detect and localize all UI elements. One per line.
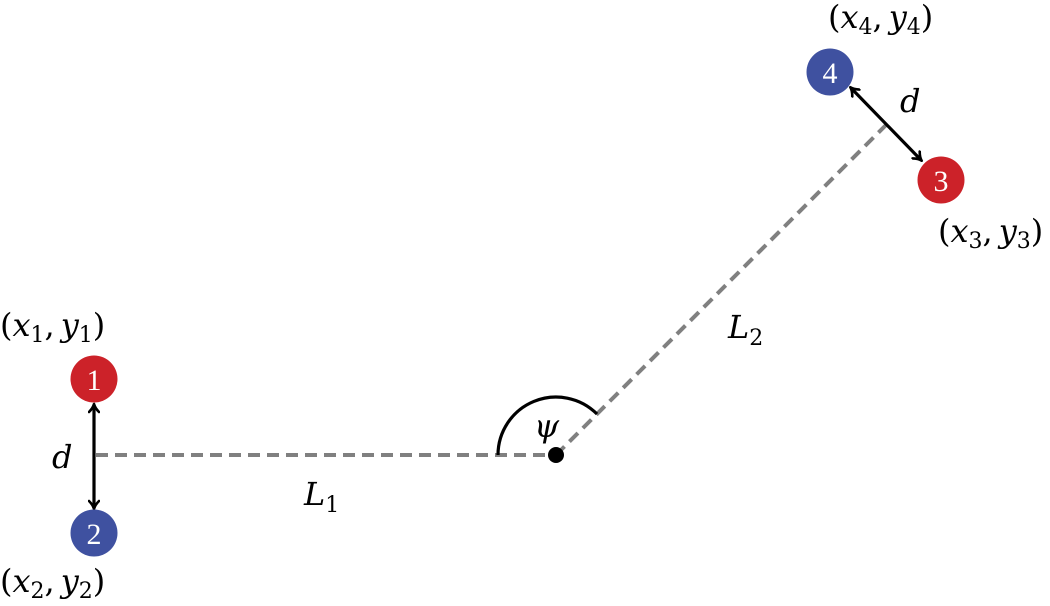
segment-label-l1: L1 (303, 475, 339, 518)
separation-label-left: d (52, 438, 72, 476)
separation-arrow-right (851, 88, 921, 160)
node-2-label: 2 (87, 518, 102, 551)
node-3: 3 (917, 156, 965, 204)
node-4: 4 (806, 48, 854, 96)
segment-label-l2: L2 (727, 308, 763, 351)
node-circle (70, 355, 118, 403)
pivot-point (548, 447, 564, 463)
angle-label-psi: ψ (534, 407, 560, 445)
node-4-label: 4 (823, 57, 838, 90)
coord-label-node-4: (x4,y4) (828, 0, 933, 40)
node-2: 2 (70, 509, 118, 557)
node-3-label: 3 (934, 165, 949, 198)
separation-label-right: d (900, 82, 920, 120)
node-1: 1 (70, 355, 118, 403)
angle-arc-psi (496, 395, 599, 456)
node-circle (917, 156, 965, 204)
node-circle (70, 509, 118, 557)
coord-label-node-3: (x3,y3) (938, 212, 1043, 254)
coord-label-node-1: (x1,y1) (0, 306, 105, 348)
segment-l2-dashed (554, 123, 888, 457)
coord-label-node-2: (x2,y2) (0, 562, 105, 604)
node-circle (806, 48, 854, 96)
node-1-label: 1 (87, 364, 102, 397)
